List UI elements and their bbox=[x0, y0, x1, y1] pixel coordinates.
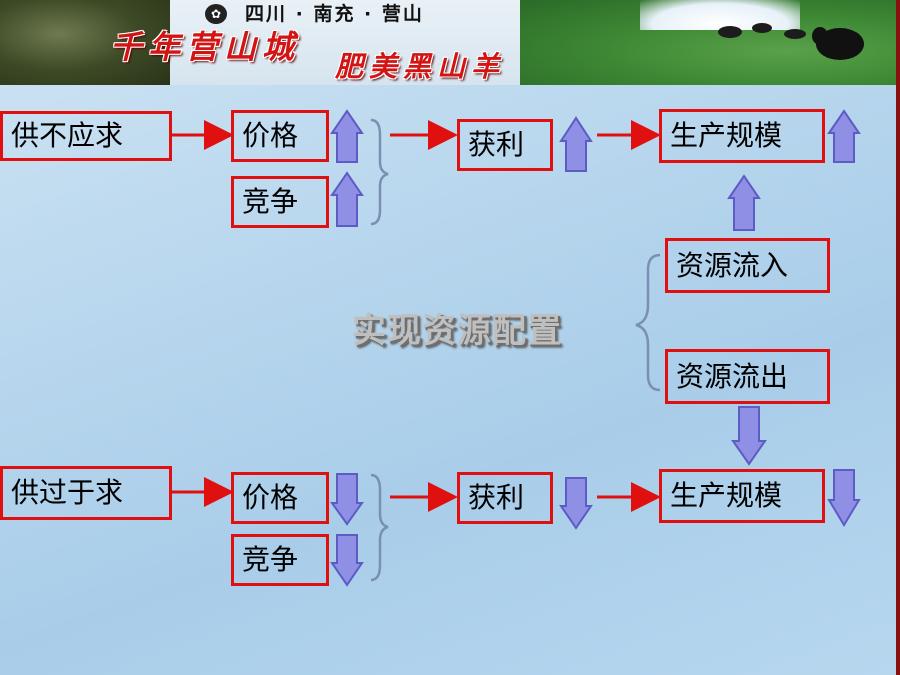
up-arrow-icon bbox=[330, 109, 364, 163]
right-brace bbox=[370, 473, 389, 582]
competition-box-top: 竞争 bbox=[231, 176, 329, 228]
cause-box-shortage: 供不应求 bbox=[0, 111, 172, 161]
price-box-bottom: 价格 bbox=[231, 472, 329, 524]
price-box-top: 价格 bbox=[231, 110, 329, 162]
up-arrow-icon bbox=[330, 171, 364, 227]
right-brace bbox=[370, 118, 389, 226]
profit-box-top: 获利 bbox=[457, 119, 553, 171]
goats-image bbox=[718, 23, 864, 60]
pine-tree-image bbox=[0, 0, 170, 85]
profit-box-bottom: 获利 bbox=[457, 472, 553, 524]
down-arrow-icon bbox=[827, 469, 861, 527]
center-label: 实现资源配置 bbox=[352, 311, 562, 351]
down-arrow-icon bbox=[731, 406, 767, 466]
right-edge-bar bbox=[896, 0, 900, 675]
banner-subtitle: 四川 · 南充 · 营山 bbox=[245, 3, 424, 25]
down-arrow-icon bbox=[559, 477, 593, 530]
banner-title-line1: 千年营山城 bbox=[110, 28, 301, 66]
cloud-image bbox=[640, 0, 800, 30]
cause-box-surplus: 供过于求 bbox=[0, 466, 172, 520]
up-arrow-icon bbox=[559, 116, 593, 172]
resource-inflow-box: 资源流入 bbox=[665, 238, 830, 293]
header-banner: ✿ 四川 · 南充 · 营山 千年营山城 肥美黑山羊 bbox=[0, 0, 900, 85]
production-scale-box-top: 生产规模 bbox=[659, 109, 825, 163]
production-scale-box-bottom: 生产规模 bbox=[659, 469, 825, 523]
banner-title-line2: 肥美黑山羊 bbox=[335, 50, 506, 83]
up-arrow-icon bbox=[727, 174, 761, 231]
up-arrow-icon bbox=[827, 109, 861, 163]
resource-outflow-box: 资源流出 bbox=[665, 349, 830, 404]
down-arrow-icon bbox=[330, 534, 364, 587]
down-arrow-icon bbox=[330, 473, 364, 526]
logo-icon: ✿ bbox=[205, 4, 227, 24]
competition-box-bottom: 竞争 bbox=[231, 534, 329, 586]
left-brace bbox=[635, 253, 661, 392]
